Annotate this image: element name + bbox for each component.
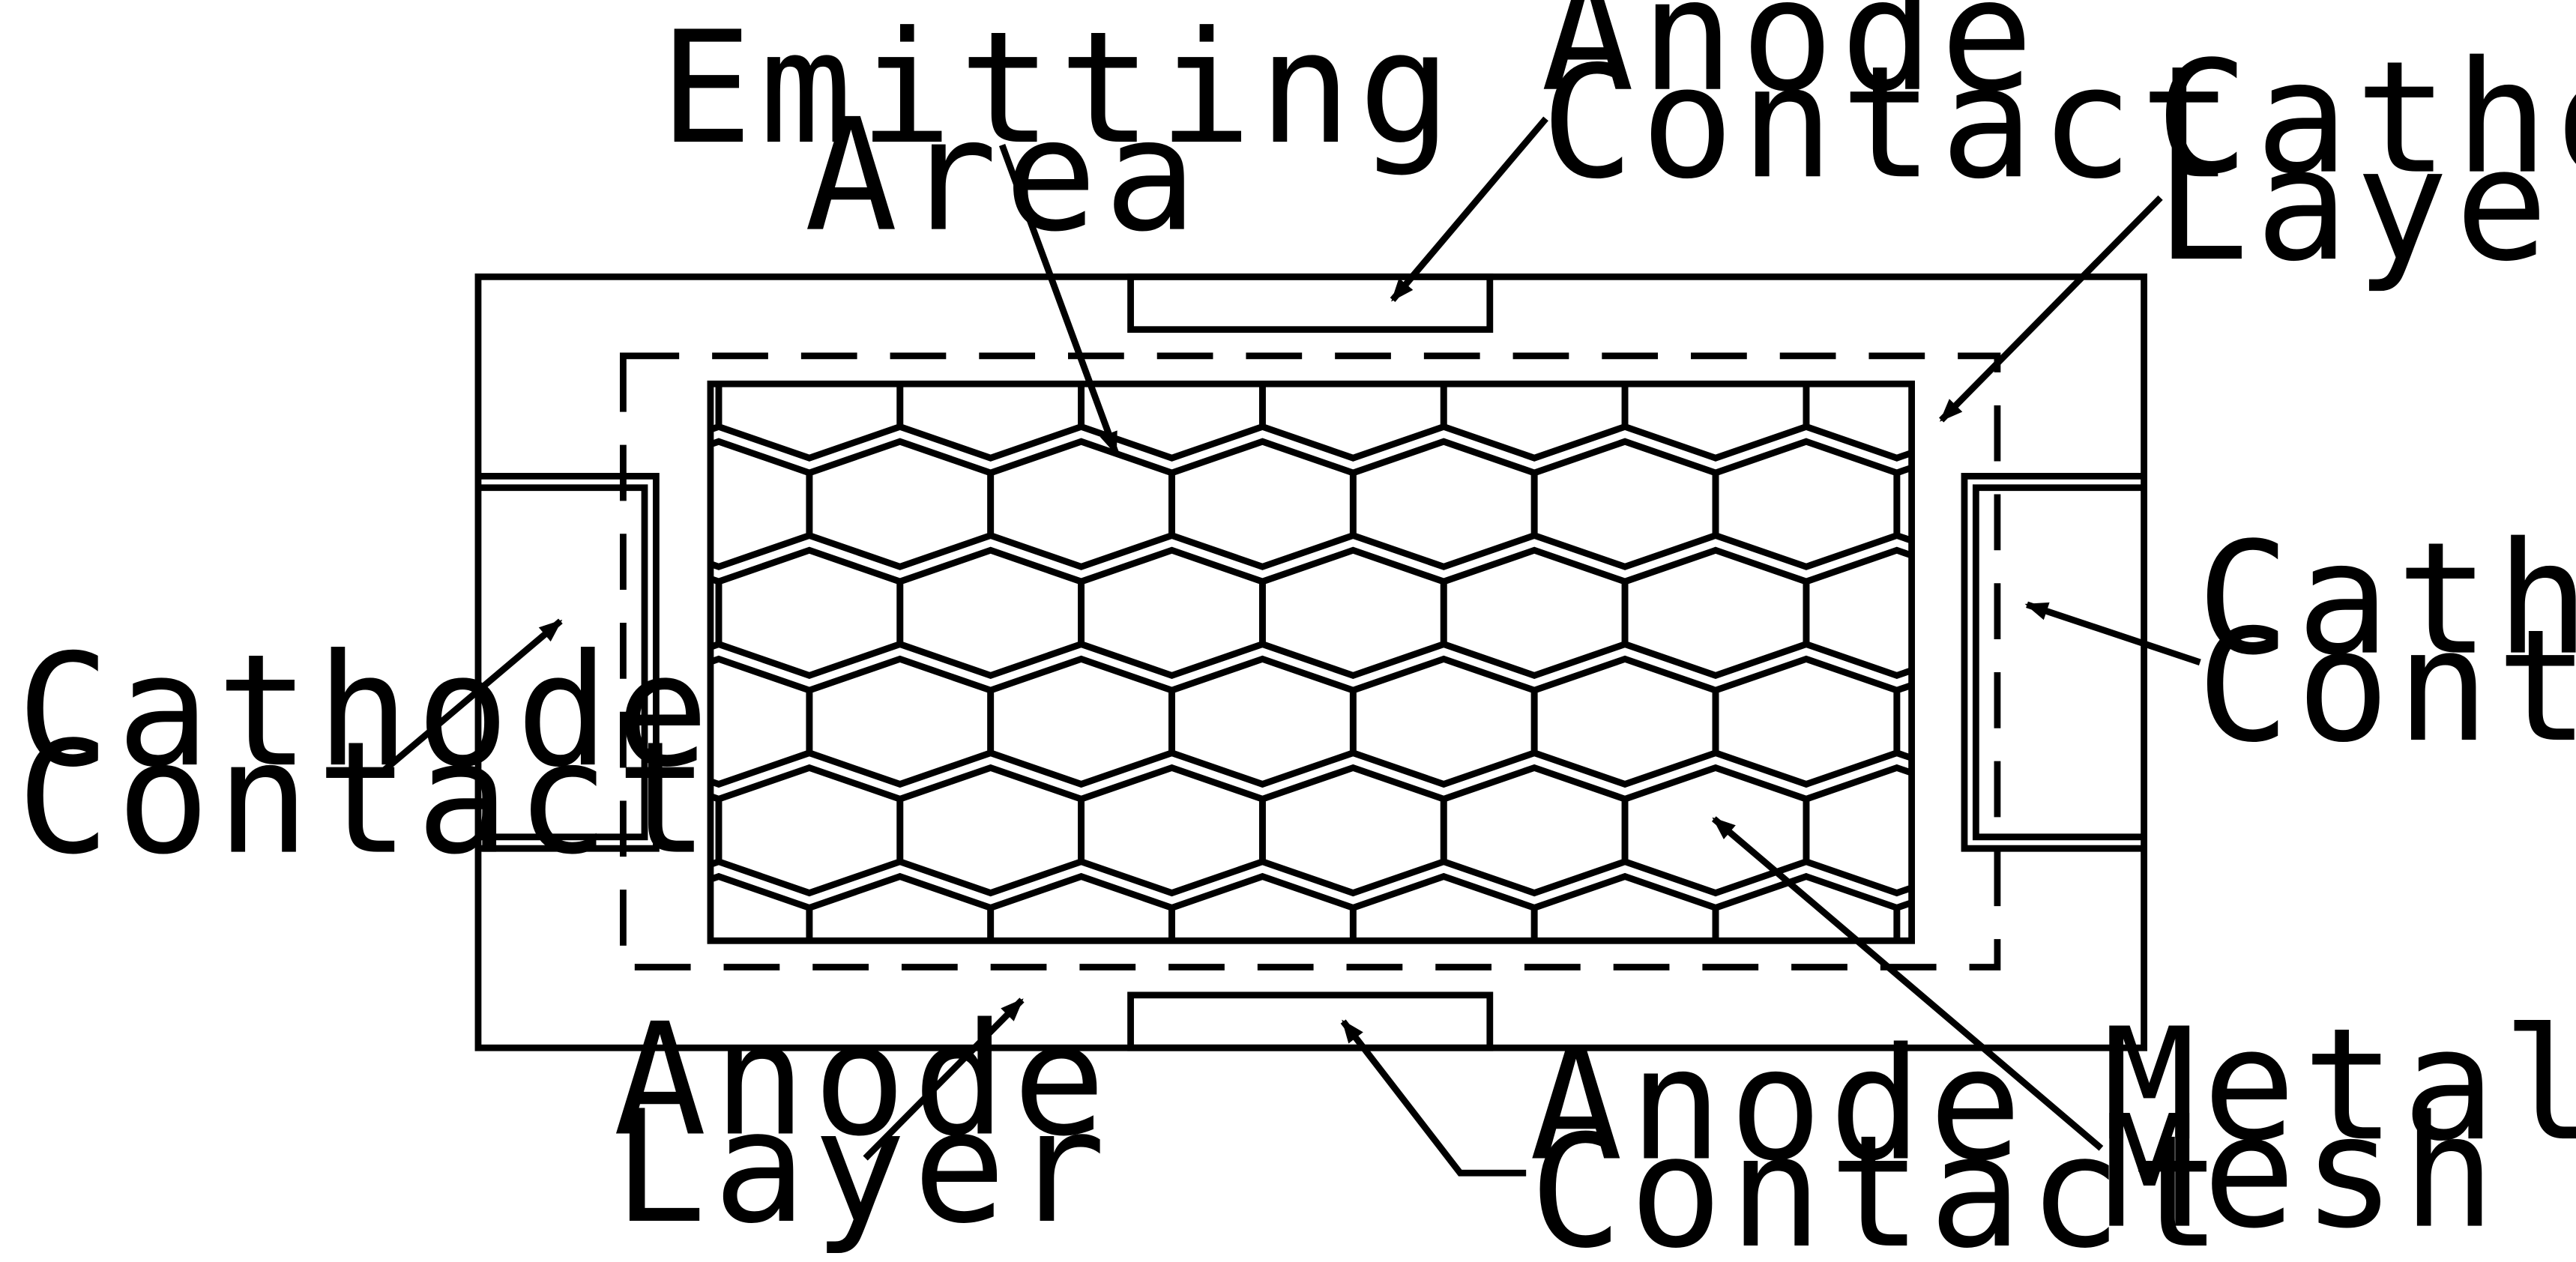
mesh-hexagon (1259, 384, 1447, 462)
cathode-layer-leader (1939, 195, 2163, 423)
mesh-hexagon (1716, 224, 1897, 349)
mesh-hexagon (1168, 872, 1357, 941)
mesh-hexagon (896, 764, 1085, 897)
cathode-layer-dashed-outline (620, 352, 2001, 970)
anode-contact-top-pad (1127, 273, 1494, 333)
mesh-hexagon (1897, 224, 2078, 349)
mesh-hexagon (1893, 464, 1912, 544)
mesh-hexagon (806, 655, 995, 788)
mesh-hexagon (710, 872, 813, 941)
cathode-contact-right-pad (1961, 472, 2144, 852)
cathode-contact-left-leader (377, 618, 563, 777)
mesh-hexagon (1712, 438, 1901, 570)
mesh-hexagon (1530, 438, 1719, 570)
mesh-hexagon (806, 872, 995, 941)
mesh-hexagon (987, 438, 1175, 570)
emitting-area-label: Emitting Area (660, 0, 1558, 266)
mesh-hexagon (896, 546, 1085, 680)
cathode-contact-left-label: Cathode Contact (16, 621, 815, 889)
mesh-hexagon (806, 438, 995, 570)
mesh-hexagon (1440, 764, 1629, 897)
mesh-hexagon (1078, 546, 1266, 680)
metal-mesh-leader (1711, 816, 2104, 1151)
mesh-hexagon (1803, 384, 1912, 462)
metal-mesh-label: Metal Mesh (2103, 994, 2576, 1262)
mesh-hexagon (896, 384, 1085, 462)
mesh-hexagon (1712, 655, 1901, 788)
mesh-hexagon (1530, 872, 1719, 941)
mesh-hexagon (1349, 438, 1538, 570)
mesh-hexagon (1259, 764, 1447, 897)
mesh-hexagon (1621, 384, 1810, 462)
mesh-hexagon (1712, 872, 1901, 941)
mesh-hexagon (1803, 764, 1912, 897)
emitting-area-leader (998, 143, 1119, 456)
mesh-hexagon (1803, 546, 1912, 680)
mesh-hexagon (1259, 546, 1447, 680)
mesh-hexagon (1168, 438, 1357, 570)
mesh-hexagon (1534, 224, 1716, 349)
mesh-hexagon (1893, 681, 1912, 762)
anode-layer-label: Anode Layer (613, 990, 1212, 1258)
cathode-contact-right-label: Cathode Contact (2197, 509, 2576, 777)
mesh-hexagon (1530, 655, 1719, 788)
anode-contact-bottom-label: Anode Contact (1530, 1014, 2228, 1262)
anode-contact-bottom-leader (1340, 1019, 1527, 1177)
mesh-hexagon (1440, 546, 1629, 680)
metal-mesh-hexagon-grid (628, 224, 2260, 1002)
anode-layer-leader (863, 997, 1025, 1161)
cathode-contact-right-leader (2024, 601, 2201, 665)
mesh-hexagon (710, 384, 723, 433)
mesh-hexagon (1440, 384, 1629, 462)
anode-contact-bottom-pad (1127, 991, 1494, 1051)
mesh-hexagon (2078, 877, 2260, 1002)
mesh-hexagon (628, 224, 809, 349)
cathode-contact-left-pad (477, 472, 660, 852)
mesh-hexagon (1349, 655, 1538, 788)
mesh-hexagon (1168, 655, 1357, 788)
mesh-hexagon (1893, 899, 1912, 941)
mesh-hexagon (1621, 546, 1810, 680)
mesh-hexagon (987, 872, 1175, 941)
mesh-hexagon (1349, 872, 1538, 941)
anode-contact-top-leader (1390, 116, 1548, 302)
mesh-hexagon (1078, 764, 1266, 897)
mesh-hexagon (987, 655, 1175, 788)
cathode-layer-label: Cathode Layer (2156, 28, 2576, 296)
anode-contact-top-label: Anode Contact (1541, 0, 2239, 213)
mesh-hexagon (715, 384, 904, 462)
